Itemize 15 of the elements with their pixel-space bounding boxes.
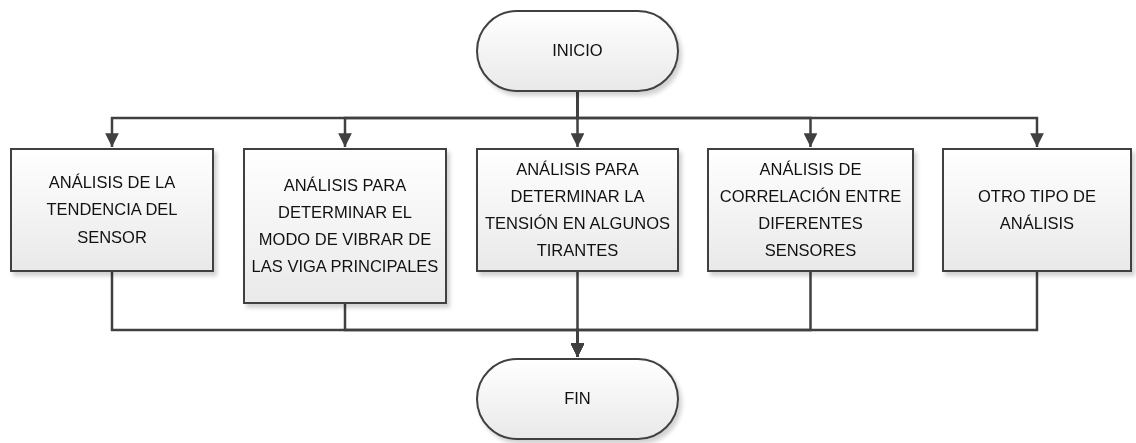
node-label: FIN — [564, 388, 591, 410]
process-box — [707, 148, 914, 272]
node-label: ANÁLISIS DE LA TENDENCIA DEL SENSOR — [45, 172, 179, 248]
node-label: ANÁLISIS PARA DETERMINAR LA TENSIÓN EN ALGUNOS TIRANTES — [484, 158, 671, 262]
node-label: INICIO — [552, 40, 603, 62]
node-label: OTRO TIPO DE ANÁLISIS — [977, 185, 1097, 234]
node-label: ANÁLISIS DE CORRELACIÓN ENTRE DIFERENTES SENSORES — [718, 158, 903, 262]
terminal-pill — [476, 10, 679, 92]
arrow — [570, 272, 1039, 357]
process-box — [942, 148, 1132, 272]
process-box — [243, 148, 447, 304]
process-box — [10, 148, 214, 272]
node-label: ANÁLISIS PARA DETERMINAR EL MODO DE VIBRAR DE LAS VIGA PRINCIPALES — [251, 174, 439, 278]
terminal-pill — [476, 358, 679, 440]
process-box — [476, 148, 679, 272]
